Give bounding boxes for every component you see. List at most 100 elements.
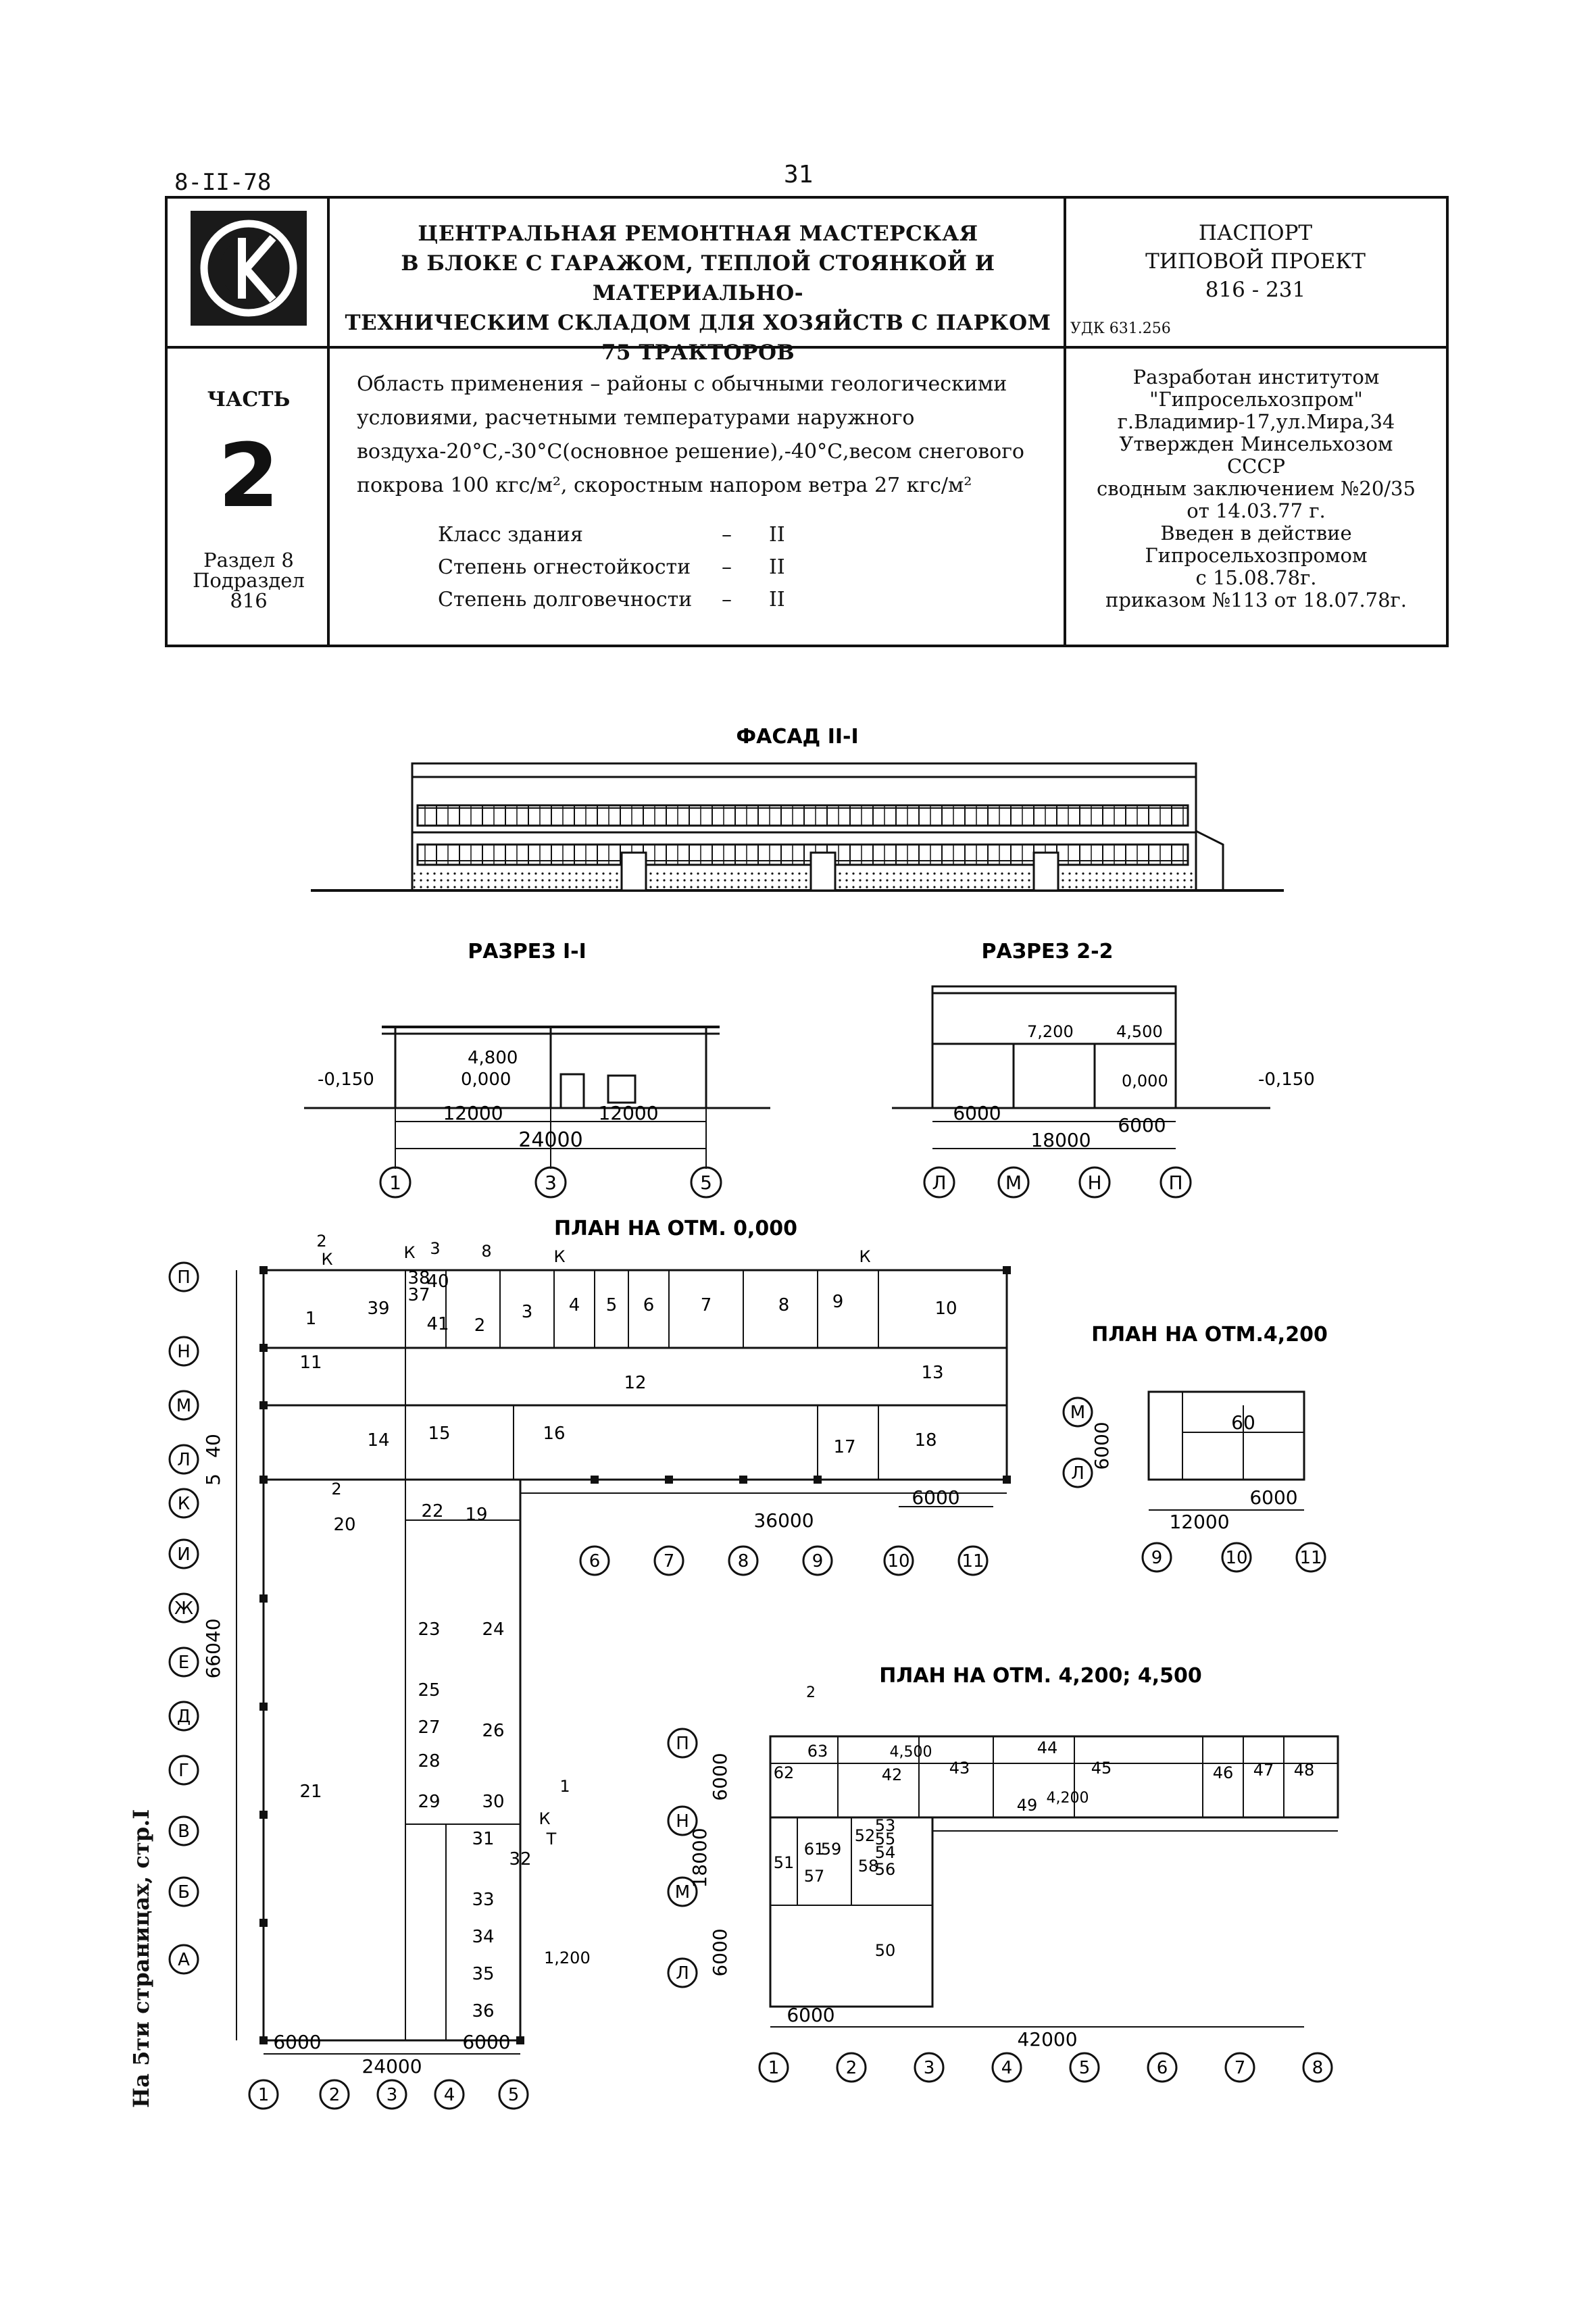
col-axis-label: 3 [386, 2085, 398, 2105]
room-number: 51 [774, 1853, 795, 1872]
plan42-room: 60 [1231, 1411, 1255, 1434]
row-axis-label: П [177, 1267, 191, 1288]
col-axis-label: 7 [664, 1551, 675, 1571]
row-axis-label: Е [178, 1653, 189, 1673]
col-axis-label: 11 [1299, 1548, 1322, 1568]
room-number: 37 [407, 1285, 430, 1305]
room-number: 8 [778, 1295, 790, 1315]
document-code: 8-II-78 [174, 169, 272, 196]
plan42-title: ПЛАН НА ОТМ.4,200 [1091, 1323, 1328, 1347]
section1-dim: 12000 [443, 1102, 503, 1124]
section1-axis: 3 [545, 1172, 557, 1194]
room-number: 54 [875, 1843, 896, 1862]
room-number: 43 [949, 1759, 970, 1778]
dimension: 24000 [361, 2055, 422, 2078]
dimension: 6000 [787, 2004, 834, 2026]
cut-mark: Т [546, 1830, 557, 1848]
section1-dim: 24000 [518, 1128, 582, 1152]
row-axis-label: В [178, 1821, 190, 1842]
plan42-dims: 6000 12000 6000 [1091, 1422, 1298, 1533]
room-number: 34 [472, 1927, 494, 1947]
building-classes: Класс здания–II Степень огнестойкости–II… [438, 519, 785, 616]
room-number: 23 [418, 1619, 440, 1640]
developer-line: Введен в действие [1160, 522, 1352, 545]
divider [168, 346, 1446, 349]
dimension: 36000 [753, 1509, 814, 1532]
cut-mark: К [321, 1250, 332, 1269]
class-value: II [769, 523, 785, 547]
sk-logo-icon [191, 211, 307, 326]
plan4245-dims: 6000 18000 6000 6000 42000 [689, 1753, 1078, 2051]
pages-note: На 5ти страницах, стр.I [128, 1809, 154, 2108]
room-number: 3 [522, 1302, 533, 1322]
passport-label-line: ПАСПОРТ [1198, 221, 1313, 245]
dimension: 6000 [709, 1753, 731, 1801]
col-axis-label: 4 [444, 2085, 455, 2105]
section1-mark: 4,800 [468, 1048, 518, 1068]
room-number: 19 [465, 1505, 487, 1525]
section2-dim: 6000 [953, 1102, 1001, 1124]
row-axis-label: М [1070, 1403, 1085, 1423]
room-number: 10 [934, 1299, 957, 1319]
developer-line: СССР [1226, 455, 1286, 478]
room-number: 52 [855, 1826, 876, 1845]
section2-mark: 0,000 [1122, 1072, 1168, 1090]
row-axis-label: Б [178, 1882, 190, 1903]
section2-mark: 4,500 [1116, 1022, 1163, 1041]
room-number: 41 [426, 1314, 449, 1334]
room-number: 56 [875, 1860, 896, 1879]
room-number: 18 [914, 1430, 937, 1451]
section2-axis: П [1168, 1172, 1182, 1194]
plan4245-marks: 4,500 4,200 2 [806, 1684, 1089, 1807]
room-number: 11 [299, 1353, 322, 1373]
page-number: 31 [784, 161, 814, 188]
section2-drawing [892, 985, 1270, 1199]
room-number: 13 [921, 1363, 943, 1383]
developer-line: с 15.08.78г. [1195, 566, 1317, 589]
dimension: 5 [202, 1474, 224, 1486]
row-axis-label: М [675, 1882, 690, 1903]
section-line: 816 [230, 589, 268, 612]
room-number: 4 [569, 1295, 580, 1315]
row-axis-label: Н [676, 1811, 689, 1832]
room-number: 16 [543, 1424, 565, 1444]
cut-mark: 2 [316, 1232, 326, 1251]
developer-line: Утвержден Минсельхозом [1119, 432, 1393, 455]
col-axis-label: 10 [887, 1551, 909, 1571]
room-number: 22 [421, 1501, 443, 1521]
row-axis-label: И [177, 1544, 190, 1565]
passport-label-line: 816 - 231 [1205, 278, 1306, 302]
section1-mark: -0,150 [318, 1070, 374, 1090]
developer-line: сводным заключением №20/35 [1097, 477, 1416, 500]
dimension: 12000 [1169, 1511, 1229, 1533]
col-axis-label: 9 [1151, 1548, 1163, 1568]
room-number: 44 [1037, 1738, 1058, 1757]
part-label: ЧАСТЬ [207, 388, 291, 411]
room-number: 7 [701, 1295, 712, 1315]
title-line: ЦЕНТРАЛЬНАЯ РЕМОНТНАЯ МАСТЕРСКАЯ [418, 222, 978, 246]
section1-axis: 1 [389, 1172, 401, 1194]
divider [327, 199, 330, 645]
room-number: 53 [875, 1816, 896, 1835]
room-number: 36 [472, 2001, 494, 2021]
elevation-mark: 4,200 [1047, 1790, 1089, 1807]
room-number: 21 [299, 1782, 322, 1802]
dimension: 6000 [1249, 1486, 1297, 1509]
col-axis-label: 6 [1157, 2058, 1168, 2078]
room-number: 50 [875, 1941, 896, 1960]
section-line: Подраздел [193, 569, 305, 592]
room-number: 55 [875, 1830, 896, 1848]
col-axis-label: 1 [768, 2058, 780, 2078]
elevation-mark: 4,500 [890, 1744, 932, 1761]
plan4245-drawing [769, 1735, 1339, 2028]
divider [1064, 199, 1066, 645]
developer-line: Разработан институтом [1132, 366, 1380, 388]
col-axis-label: 8 [738, 1551, 749, 1571]
room-number: 6 [643, 1295, 655, 1315]
room-number: 32 [509, 1849, 531, 1869]
col-axis-label: 2 [329, 2085, 341, 2105]
plan0-col-axes-bottom: 1 2 3 4 5 [248, 2079, 529, 2110]
class-label: Класс здания [438, 523, 583, 547]
col-axis-label: 8 [1312, 2058, 1324, 2078]
room-number: 28 [418, 1751, 440, 1771]
